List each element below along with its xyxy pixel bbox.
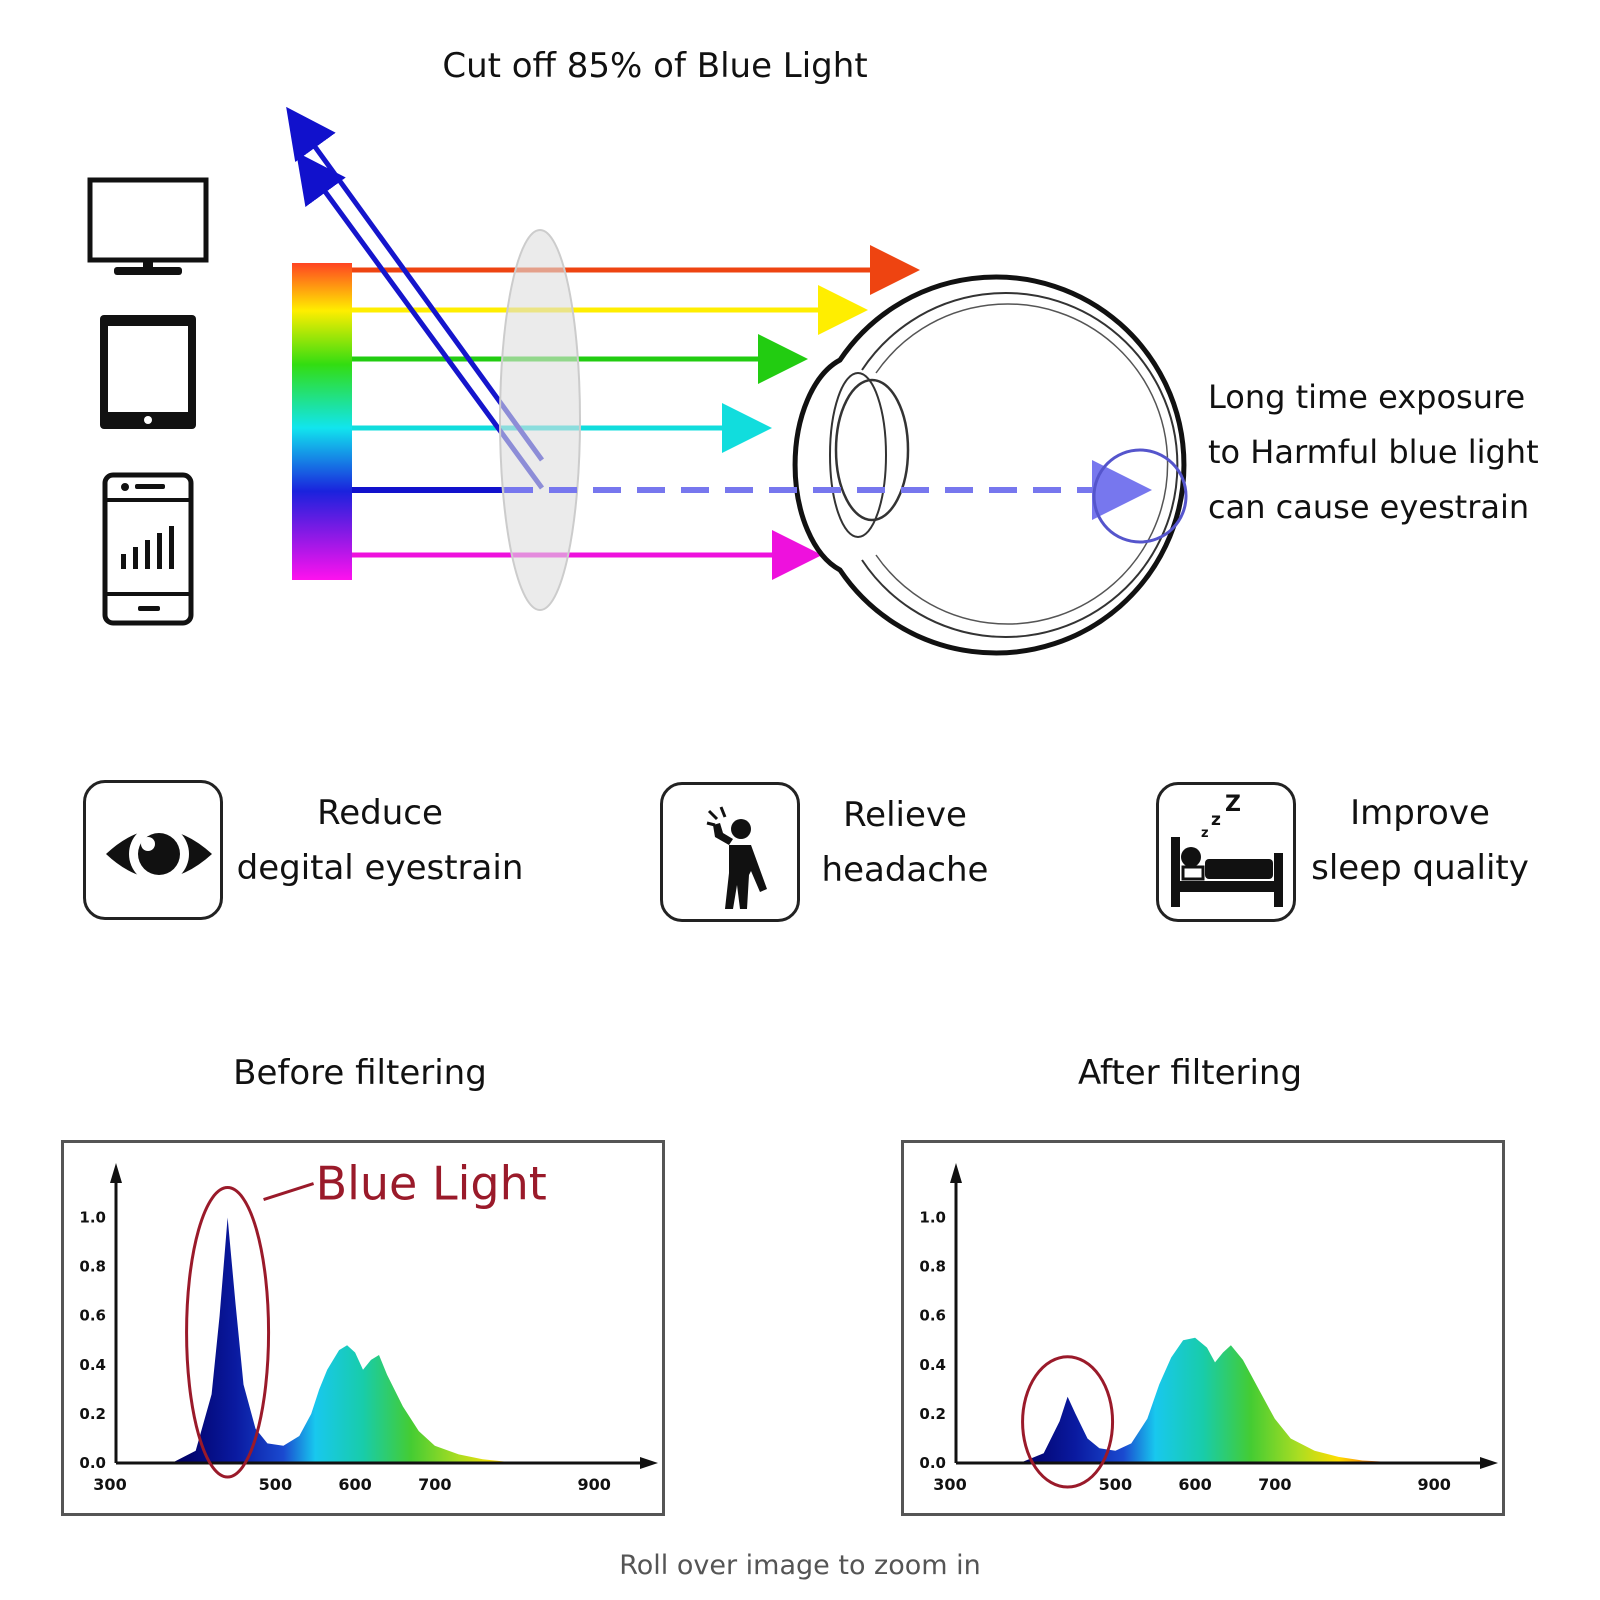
tablet-icon xyxy=(100,315,196,429)
chart-after-frame: 0.0 0.2 0.4 0.6 0.8 1.0 300 500 600 700 900 xyxy=(901,1140,1505,1516)
y-tick-label: 0.8 xyxy=(79,1258,106,1276)
smartphone-icon xyxy=(102,472,194,626)
blue-light-diagram xyxy=(286,106,1188,656)
exposure-line: to Harmful blue light xyxy=(1208,433,1539,471)
benefit-icon-box: z z Z xyxy=(1156,782,1296,922)
exposure-line: can cause eyestrain xyxy=(1208,488,1530,526)
svg-text:Z: Z xyxy=(1225,792,1241,817)
svg-text:z: z xyxy=(1211,810,1221,830)
chart-before-frame: 0.0 0.2 0.4 0.6 0.8 1.0 300 500 600 700 900 Blue Li… xyxy=(61,1140,665,1516)
y-tick-label: 0.6 xyxy=(919,1307,946,1325)
chart-title-before: Before filtering xyxy=(233,1053,487,1093)
x-tick-label: 300 xyxy=(933,1475,966,1494)
y-tick-label: 0.2 xyxy=(919,1405,946,1423)
eye-diagram xyxy=(792,274,1187,656)
x-tick-label: 700 xyxy=(418,1475,451,1494)
benefit-title: Reduce xyxy=(317,793,443,833)
device-icons xyxy=(87,177,209,626)
blue-light-highlight xyxy=(185,1186,271,1479)
chart-title-after: After filtering xyxy=(1077,1053,1303,1093)
zoom-hint: Roll over image to zoom in xyxy=(619,1550,981,1581)
benefit-subtitle: headache xyxy=(821,850,989,890)
x-tick-label: 700 xyxy=(1258,1475,1291,1494)
x-tick-label: 900 xyxy=(577,1475,610,1494)
blue-light-highlight xyxy=(1021,1355,1115,1489)
exposure-note: Long time exposure to Harmful blue light… xyxy=(1208,370,1539,535)
page-title: Cut off 85% of Blue Light xyxy=(442,46,868,86)
y-tick-label: 0.4 xyxy=(919,1356,946,1374)
annotation-leader xyxy=(263,1182,315,1201)
spectrum-area xyxy=(1019,1337,1419,1463)
x-tick-label: 600 xyxy=(338,1475,371,1494)
svg-text:z: z xyxy=(1201,826,1209,841)
y-tick-label: 0.6 xyxy=(79,1307,106,1325)
y-tick-label: 1.0 xyxy=(79,1209,106,1227)
benefit-improve-sleep: Improve sleep quality xyxy=(1300,786,1540,896)
benefit-title: Relieve xyxy=(843,795,967,835)
y-tick-label: 0.8 xyxy=(919,1258,946,1276)
retina-highlight-circle xyxy=(1092,448,1188,544)
light-spectrum-bar xyxy=(292,263,352,580)
chart-after: 0.0 0.2 0.4 0.6 0.8 1.0 300 500 600 700 900 xyxy=(919,1163,1498,1494)
y-tick-label: 0.4 xyxy=(79,1356,106,1374)
benefit-icon-box xyxy=(83,780,223,920)
exposure-line: Long time exposure xyxy=(1208,378,1526,416)
x-tick-label: 900 xyxy=(1417,1475,1450,1494)
headache-person-icon xyxy=(706,806,767,909)
x-tick-label: 300 xyxy=(93,1475,126,1494)
benefit-reduce-eyestrain: Reduce degital eyestrain xyxy=(230,786,530,896)
x-tick-label: 600 xyxy=(1178,1475,1211,1494)
monitor-icon xyxy=(87,177,209,275)
blue-light-annotation: Blue Light xyxy=(316,1157,547,1211)
y-axis-arrowhead xyxy=(950,1163,962,1183)
benefit-icon-box xyxy=(660,782,800,922)
y-tick-label: 1.0 xyxy=(919,1209,946,1227)
y-tick-label: 0.2 xyxy=(79,1405,106,1423)
x-tick-label: 500 xyxy=(259,1475,292,1494)
benefit-subtitle: degital eyestrain xyxy=(236,848,524,888)
y-axis-arrowhead xyxy=(110,1163,122,1183)
benefit-subtitle: sleep quality xyxy=(1311,848,1529,888)
benefit-relieve-headache: Relieve headache xyxy=(810,788,1000,898)
eye-icon xyxy=(106,824,212,884)
x-axis-arrowhead xyxy=(640,1457,658,1469)
benefit-title: Improve xyxy=(1350,793,1490,833)
filter-lens xyxy=(499,229,581,611)
y-tick-label: 0.0 xyxy=(79,1454,106,1472)
chart-before: 0.0 0.2 0.4 0.6 0.8 1.0 300 500 600 700 900 Blue Li… xyxy=(79,1157,658,1494)
spectrum-area xyxy=(171,1217,539,1463)
y-tick-label: 0.0 xyxy=(919,1454,946,1472)
x-tick-label: 500 xyxy=(1099,1475,1132,1494)
x-axis-arrowhead xyxy=(1480,1457,1498,1469)
sleeping-bed-icon: z z Z xyxy=(1171,792,1283,907)
